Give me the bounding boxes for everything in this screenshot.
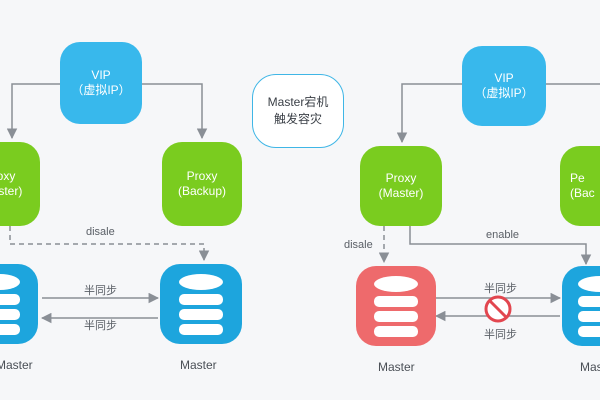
database-icon	[374, 276, 418, 337]
left-db-left-caption: Master	[0, 358, 33, 372]
right-vip-to-proxy-master-edge	[396, 83, 462, 144]
right-db-new-master-caption: Master	[580, 360, 600, 374]
left-sync-label-top: 半同步	[84, 285, 117, 297]
right-vip-text: VIP （虚拟IP）	[462, 71, 546, 101]
left-proxy-master-text: Proxy (Master)	[0, 169, 40, 199]
right-db-failed-caption: Master	[378, 360, 415, 374]
left-vip-text: VIP （虚拟IP）	[60, 68, 142, 98]
left-vip-to-proxy-backup-edge	[142, 83, 208, 140]
left-proxy-master-subtitle: (Master)	[0, 184, 23, 198]
right-proxy-backup-text: Pe (Bac	[570, 171, 600, 201]
right-proxy-backup-subtitle: (Bac	[570, 186, 595, 200]
right-vip-title: VIP	[494, 71, 514, 85]
left-sync-label-bottom: 半同步	[84, 320, 117, 332]
right-proxy-backup-title: Pe	[570, 171, 585, 185]
left-proxy-backup-node	[162, 142, 242, 226]
right-proxy-master-text: Proxy (Master)	[360, 171, 442, 201]
right-proxy-backup-node	[560, 146, 600, 226]
left-disable-label: disale	[86, 226, 115, 238]
left-vip-to-proxy-master-edge	[6, 83, 60, 140]
right-enable-edge	[409, 226, 592, 266]
left-proxy-backup-title: Proxy	[186, 169, 218, 183]
database-icon	[0, 274, 20, 335]
right-proxy-master-title: Proxy	[385, 171, 417, 185]
left-vip-subtitle: （虚拟IP）	[71, 83, 131, 97]
left-proxy-backup-text: Proxy (Backup)	[162, 169, 242, 199]
right-disable-label: disale	[344, 239, 373, 251]
left-proxy-master-title: Proxy	[0, 169, 16, 183]
right-proxy-master-node	[360, 146, 442, 226]
left-vip-node	[60, 42, 142, 124]
left-proxy-master-node	[0, 142, 40, 226]
right-sync-label-bottom: 半同步	[484, 329, 517, 341]
failover-trigger-note: Master宕机 触发容灾	[252, 74, 344, 148]
database-icon	[179, 274, 223, 335]
right-proxy-master-subtitle: (Master)	[378, 186, 424, 200]
right-sync-label-top: 半同步	[484, 283, 517, 295]
left-proxy-backup-subtitle: (Backup)	[177, 184, 227, 198]
right-enable-label: enable	[486, 229, 520, 241]
database-icon	[578, 276, 600, 337]
right-vip-node	[462, 46, 546, 126]
failover-note-line2: 触发容灾	[273, 112, 322, 126]
left-db-right-caption: Master	[180, 358, 217, 372]
left-vip-title: VIP	[91, 68, 111, 82]
forbidden-icon	[484, 295, 512, 323]
failover-note-line1: Master宕机	[267, 95, 329, 109]
right-vip-subtitle: （虚拟IP）	[474, 86, 534, 100]
left-disabled-edge	[10, 243, 210, 262]
